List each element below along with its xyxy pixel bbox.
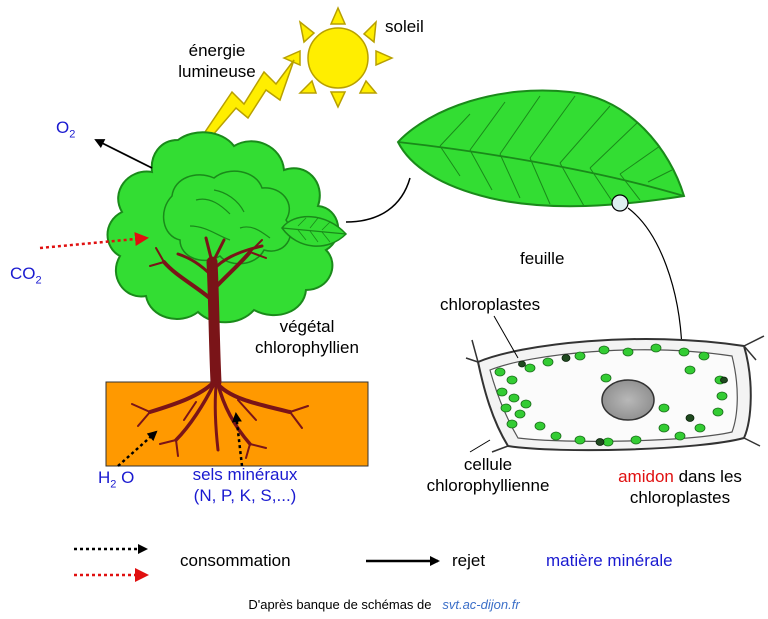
cellule-label: cellule chlorophyllienne [410,454,566,496]
sels-label: sels minéraux (N, P, K, S,...) [170,464,320,506]
tree-canopy [106,131,340,324]
credit-line: D'après banque de schémas de svt.ac-dijo… [0,597,768,612]
h2o-h: H [98,468,111,487]
co2-main: CO [10,264,36,283]
vegetal-line2: chlorophyllien [255,338,359,357]
o2-sub: 2 [69,128,76,141]
cell-pointer [469,439,491,453]
soleil-label: soleil [385,17,424,36]
h2o-o: O [116,468,135,487]
amidon-line2: chloroplastes [629,488,731,507]
legend-consommation: consommation [180,551,291,570]
sels-line1: sels minéraux [192,465,298,484]
big-leaf [396,89,686,208]
h2o-label: H2 O [98,467,134,495]
vegetal-label: végétal chlorophyllien [240,316,374,358]
o2-main: O [56,118,70,137]
energie-line1: énergie [188,41,246,60]
connector-cell [627,207,683,351]
amidon-label: amidon dans les chloroplastes [600,466,760,508]
legend-rejet: rejet [452,551,486,570]
o2-arrow [94,139,153,169]
minerals-arrow [231,412,244,467]
co2-sub: 2 [35,274,42,287]
co2-label: CO2 [10,263,42,291]
chloroplast-pointer [493,315,519,359]
legend-matiere-minerale: matière minérale [546,551,673,570]
vegetal-line1: végétal [279,317,335,336]
credit-prefix: D'après banque de schémas de [248,597,432,612]
cellule-line2: chlorophyllienne [426,476,550,495]
feuille-label: feuille [520,249,565,268]
cell [465,335,765,453]
credit-site: svt.ac-dijon.fr [442,597,520,612]
chloroplastes-label: chloroplastes [440,295,541,314]
amidon-word: amidon [618,467,674,486]
zoom-circle [611,194,629,212]
small-leaf [281,216,348,247]
energie-label: énergie lumineuse [162,40,272,82]
energie-line2: lumineuse [178,62,256,81]
o2-label: O2 [56,117,75,145]
h2o-sub: 2 [110,478,117,491]
tree-trunk [149,236,267,388]
h2o-arrow [117,430,158,467]
tree-roots [131,380,309,459]
cellule-line1: cellule [463,455,513,474]
amidon-rest: dans les [673,467,742,486]
connector-leaf [345,177,411,223]
lightning-bolt-icon [203,59,295,137]
sels-line2: (N, P, K, S,...) [193,486,297,505]
sun [282,6,394,109]
connector-cell-left [612,208,638,328]
